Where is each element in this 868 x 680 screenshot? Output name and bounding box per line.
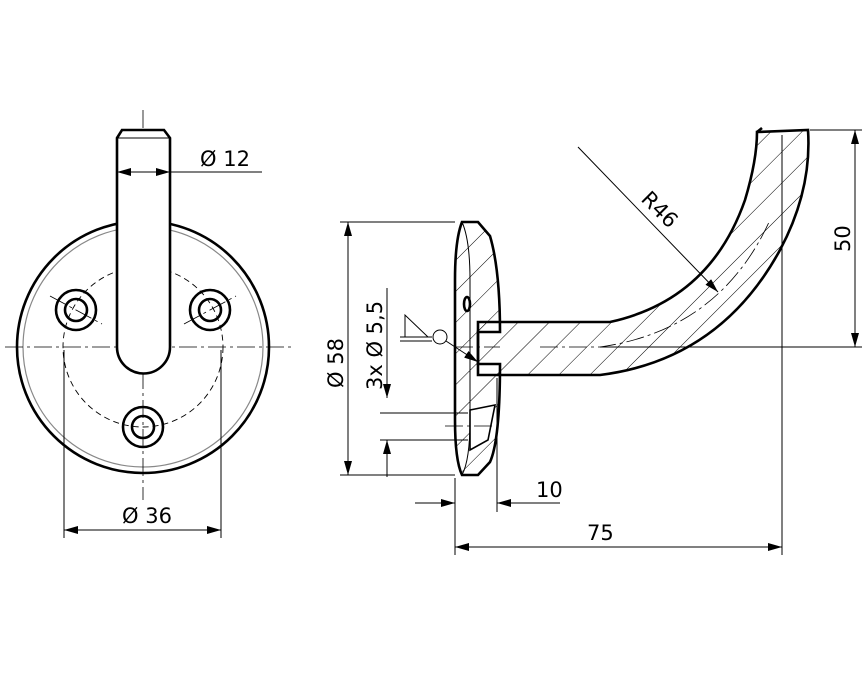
bolt-circle-label: Ø 36 <box>122 504 172 528</box>
side-view: R46 50 Ø 58 3x Ø 5,5 10 <box>324 126 862 555</box>
hook-section <box>476 128 810 377</box>
mounting-hole <box>121 405 165 449</box>
hook-stem <box>115 128 172 375</box>
plate-thickness-label: 10 <box>536 478 563 502</box>
mounting-hole <box>183 288 237 332</box>
front-view: Ø 12 Ø 36 <box>5 110 292 538</box>
stem-diameter-label: Ø 12 <box>200 147 250 171</box>
radius-label: R46 <box>636 187 682 233</box>
mounting-hole <box>49 288 103 332</box>
holes-label: 3x Ø 5,5 <box>363 301 387 390</box>
height-label: 50 <box>831 225 855 252</box>
projection-label: 75 <box>587 521 614 545</box>
weld-symbol <box>400 313 479 363</box>
plate-diameter-label: Ø 58 <box>324 338 348 388</box>
